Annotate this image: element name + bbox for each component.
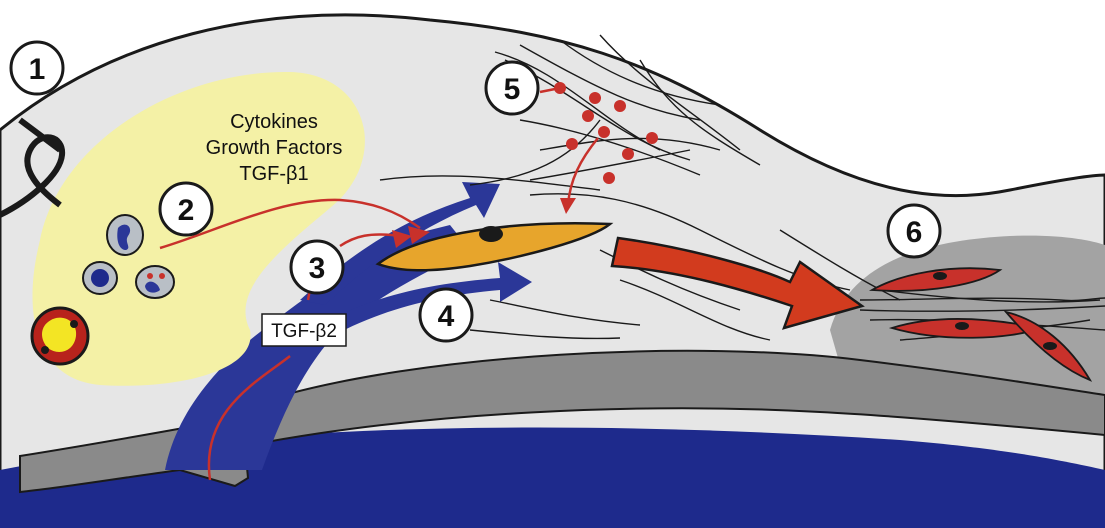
- marker-2: 2: [160, 183, 212, 235]
- marker-1: 1: [11, 42, 63, 94]
- marker-3: 3: [291, 241, 343, 293]
- svg-text:3: 3: [309, 252, 326, 285]
- svg-text:5: 5: [504, 73, 521, 106]
- marker-4: 4: [420, 289, 472, 341]
- marker-6: 6: [888, 205, 940, 257]
- cell-neutrophil: [107, 215, 143, 255]
- cytokines-label: Cytokines: [230, 111, 318, 133]
- svg-text:6: 6: [906, 216, 923, 249]
- cell-eosinophil: [136, 266, 174, 298]
- svg-text:1: 1: [29, 53, 46, 86]
- tgf-b1-label: TGF-β1: [239, 163, 308, 185]
- svg-text:4: 4: [438, 300, 455, 333]
- cell-lymphocyte: [83, 262, 117, 294]
- growth-factors-label: Growth Factors: [206, 137, 343, 159]
- svg-text:2: 2: [178, 194, 195, 227]
- tgf-b2-label: TGF-β2: [271, 321, 337, 342]
- cell-mast: [32, 308, 88, 364]
- marker-5: 5: [486, 62, 538, 114]
